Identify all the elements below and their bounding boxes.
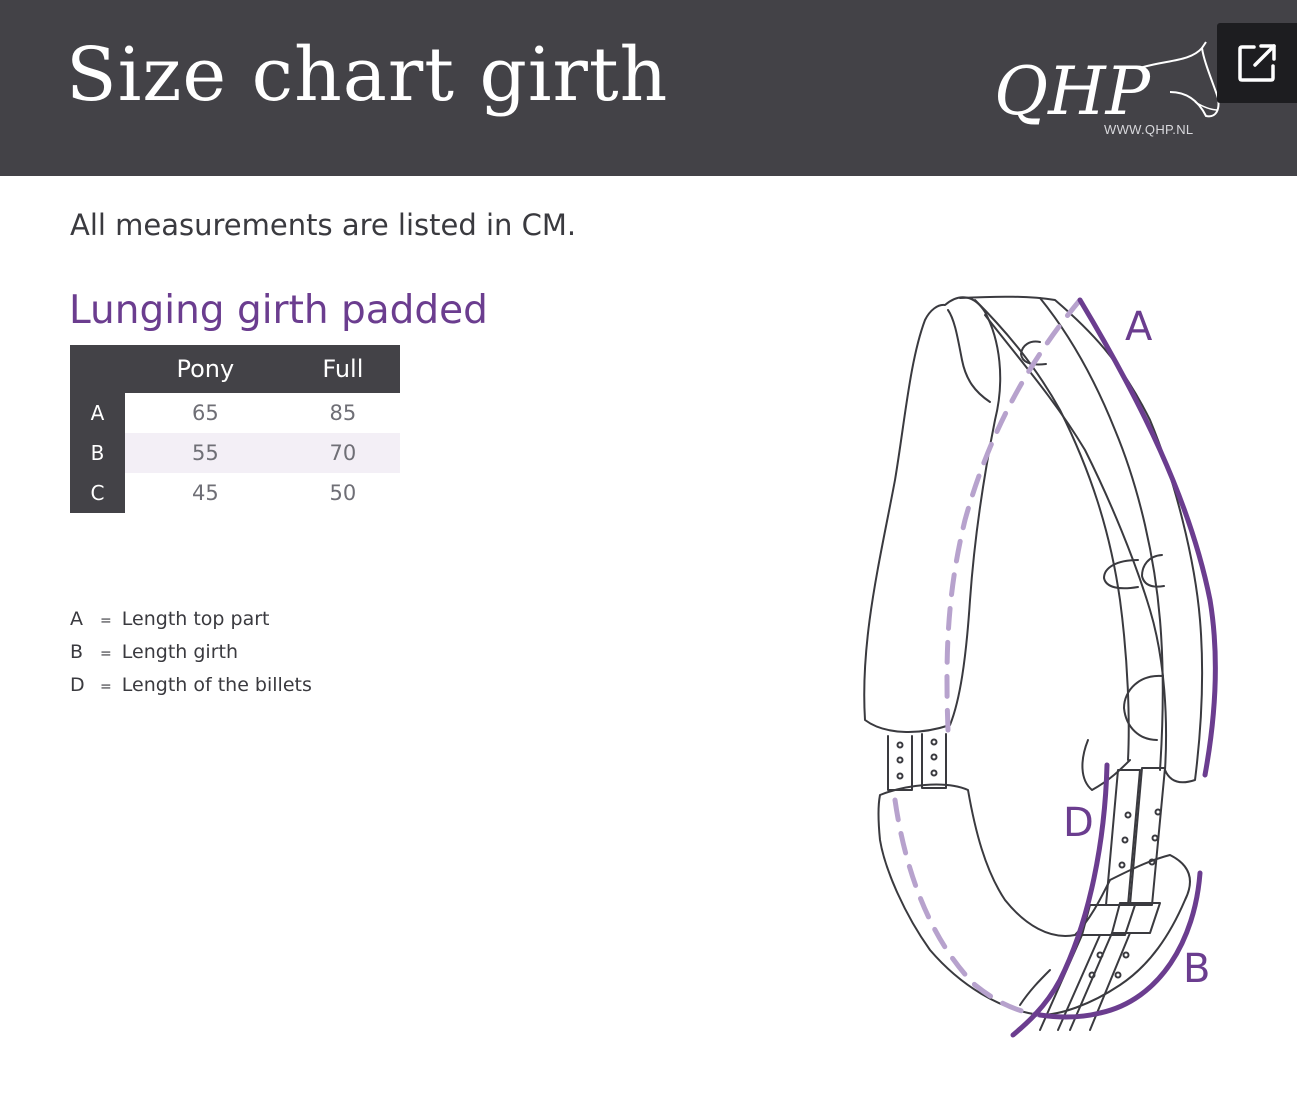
billet [887, 735, 913, 791]
logo-text: QHP [994, 53, 1152, 130]
label-d: D [1063, 800, 1094, 846]
full-value: 85 [329, 401, 357, 425]
measurement-note: All measurements are listed in CM. [70, 208, 577, 242]
table-row: C 45 50 [70, 473, 400, 513]
billet [1129, 767, 1166, 906]
legend-key: B [70, 641, 84, 663]
girth-strap-edge [1039, 297, 1164, 771]
table-row: B 55 70 [70, 433, 400, 473]
girth-diagram: A D B [863, 295, 1218, 1038]
legend-text: Length top part [121, 608, 270, 630]
row-key: B [70, 433, 125, 473]
pony-value: 45 [191, 481, 219, 505]
girth-pad-lower [877, 783, 1191, 1016]
section-title: Lunging girth padded [69, 288, 488, 333]
open-external-button[interactable] [1217, 23, 1297, 103]
legend-key: D [70, 674, 85, 696]
dring [1123, 674, 1164, 741]
header-bar: Size chart girth QHP WWW.QHP.NL [0, 0, 1297, 176]
billet [921, 733, 947, 789]
pony-value: 65 [191, 401, 219, 425]
legend-item: D = Length of the billets [70, 674, 312, 707]
measurement-line-b [1037, 870, 1203, 1020]
column-header-pony: Pony [125, 345, 286, 393]
row-key: C [70, 473, 125, 513]
column-header-full: Full [285, 345, 400, 393]
external-link-icon [1238, 44, 1276, 82]
table-header-row: Pony Full [70, 345, 400, 393]
table-row: A 65 85 [70, 393, 400, 433]
legend-item: B = Length girth [70, 641, 312, 674]
girth-strap-edge [974, 299, 1130, 761]
measurement-line-a [1077, 297, 1218, 778]
girth-strap-top [959, 295, 1204, 784]
legend: A = Length top part B = Length girth D = Le… [70, 608, 312, 707]
buckle [1111, 902, 1161, 934]
legend-text: Length of the billets [121, 674, 312, 696]
logo-url: WWW.QHP.NL [1104, 122, 1194, 137]
legend-item: A = Length top part [70, 608, 312, 641]
legend-text: Length girth [121, 641, 238, 663]
girth-pad-upper-inner [947, 309, 991, 403]
qhp-logo: QHP [994, 41, 1220, 130]
size-table: Pony Full A 65 85 B 55 70 C 45 50 [70, 345, 400, 513]
measurement-line-b-dashed [892, 297, 1083, 1018]
legend-equals: = [100, 679, 112, 695]
full-value: 70 [285, 433, 400, 473]
page-title: Size chart girth [66, 32, 669, 118]
table-corner-cell [70, 345, 125, 393]
girth-pad-upper [863, 296, 1002, 733]
buckle [1081, 904, 1136, 936]
row-key: A [70, 393, 125, 433]
dring [1141, 554, 1165, 588]
pony-value: 55 [125, 433, 286, 473]
legend-equals: = [100, 646, 112, 662]
label-a: A [1125, 304, 1153, 350]
legend-equals: = [100, 613, 112, 629]
legend-key: A [70, 608, 83, 630]
measurement-line-d [1010, 762, 1110, 1038]
label-b: B [1183, 946, 1210, 992]
full-value: 50 [329, 481, 357, 505]
dring [1103, 559, 1139, 590]
